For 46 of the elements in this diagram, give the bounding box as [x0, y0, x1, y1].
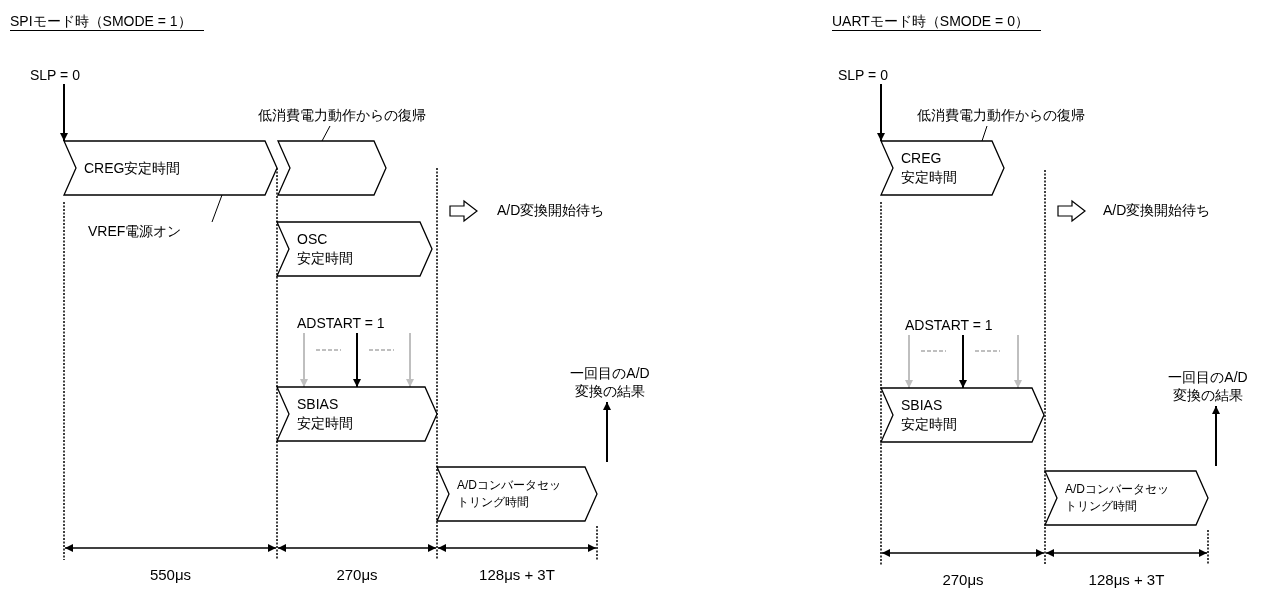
arrow [1212, 405, 1220, 467]
phase-label: SBIAS 安定時間 [297, 395, 354, 433]
leader-line [981, 125, 988, 142]
phase-chevron [277, 222, 432, 276]
arrow [1014, 334, 1022, 389]
status-label: A/D変換開始待ち [1103, 202, 1211, 220]
duration-label: 270μs [941, 571, 985, 588]
phase-chevron [881, 141, 1004, 195]
phase-chevron [64, 141, 277, 195]
signal-label: ADSTART = 1 [297, 314, 415, 332]
phase-bar [278, 141, 386, 195]
signal-label: 一回目のA/D変換の結果 [1163, 368, 1253, 404]
arrow [406, 332, 414, 388]
signal-label: SLP = 0 [838, 66, 912, 84]
duration-label: 128μs + 3T [1087, 571, 1166, 588]
arrow [905, 334, 913, 389]
arrow [603, 401, 611, 463]
phase-chevron [437, 467, 597, 521]
phase-label: CREG安定時間 [84, 158, 181, 178]
arrow [959, 334, 967, 389]
status-label: A/D変換開始待ち [497, 202, 605, 220]
phase-label: OSC 安定時間 [297, 230, 354, 268]
arrow [877, 83, 885, 142]
signal-label: ADSTART = 1 [905, 316, 1023, 334]
signal-label: 一回目のA/D変換の結果 [565, 364, 655, 400]
phase-label: A/Dコンバータセットリング時間 [1065, 481, 1169, 515]
signal-label: SLP = 0 [30, 66, 104, 84]
leader-line [321, 125, 331, 142]
leader-line [211, 194, 223, 223]
signal-label: 低消費電力動作からの復帰 [917, 106, 1139, 124]
duration-label: 550μs [148, 566, 193, 583]
arrow [60, 83, 68, 142]
phase-chevron [277, 387, 437, 441]
duration-label: 270μs [335, 566, 379, 583]
phase-label: CREG 安定時間 [901, 149, 958, 187]
phase-label: SBIAS 安定時間 [901, 396, 958, 434]
arrow [300, 332, 308, 388]
phase-chevron [1045, 471, 1208, 525]
arrow [353, 332, 361, 388]
phase-label: A/Dコンバータセットリング時間 [457, 477, 561, 511]
section-title: UARTモード時（SMODE = 0） [832, 12, 1041, 31]
signal-label: 低消費電力動作からの復帰 [258, 106, 480, 124]
phase-chevron [881, 388, 1044, 442]
section-title: SPIモード時（SMODE = 1） [10, 12, 204, 31]
duration-label: 128μs + 3T [478, 566, 556, 583]
signal-label: VREF電源オン [88, 222, 212, 240]
